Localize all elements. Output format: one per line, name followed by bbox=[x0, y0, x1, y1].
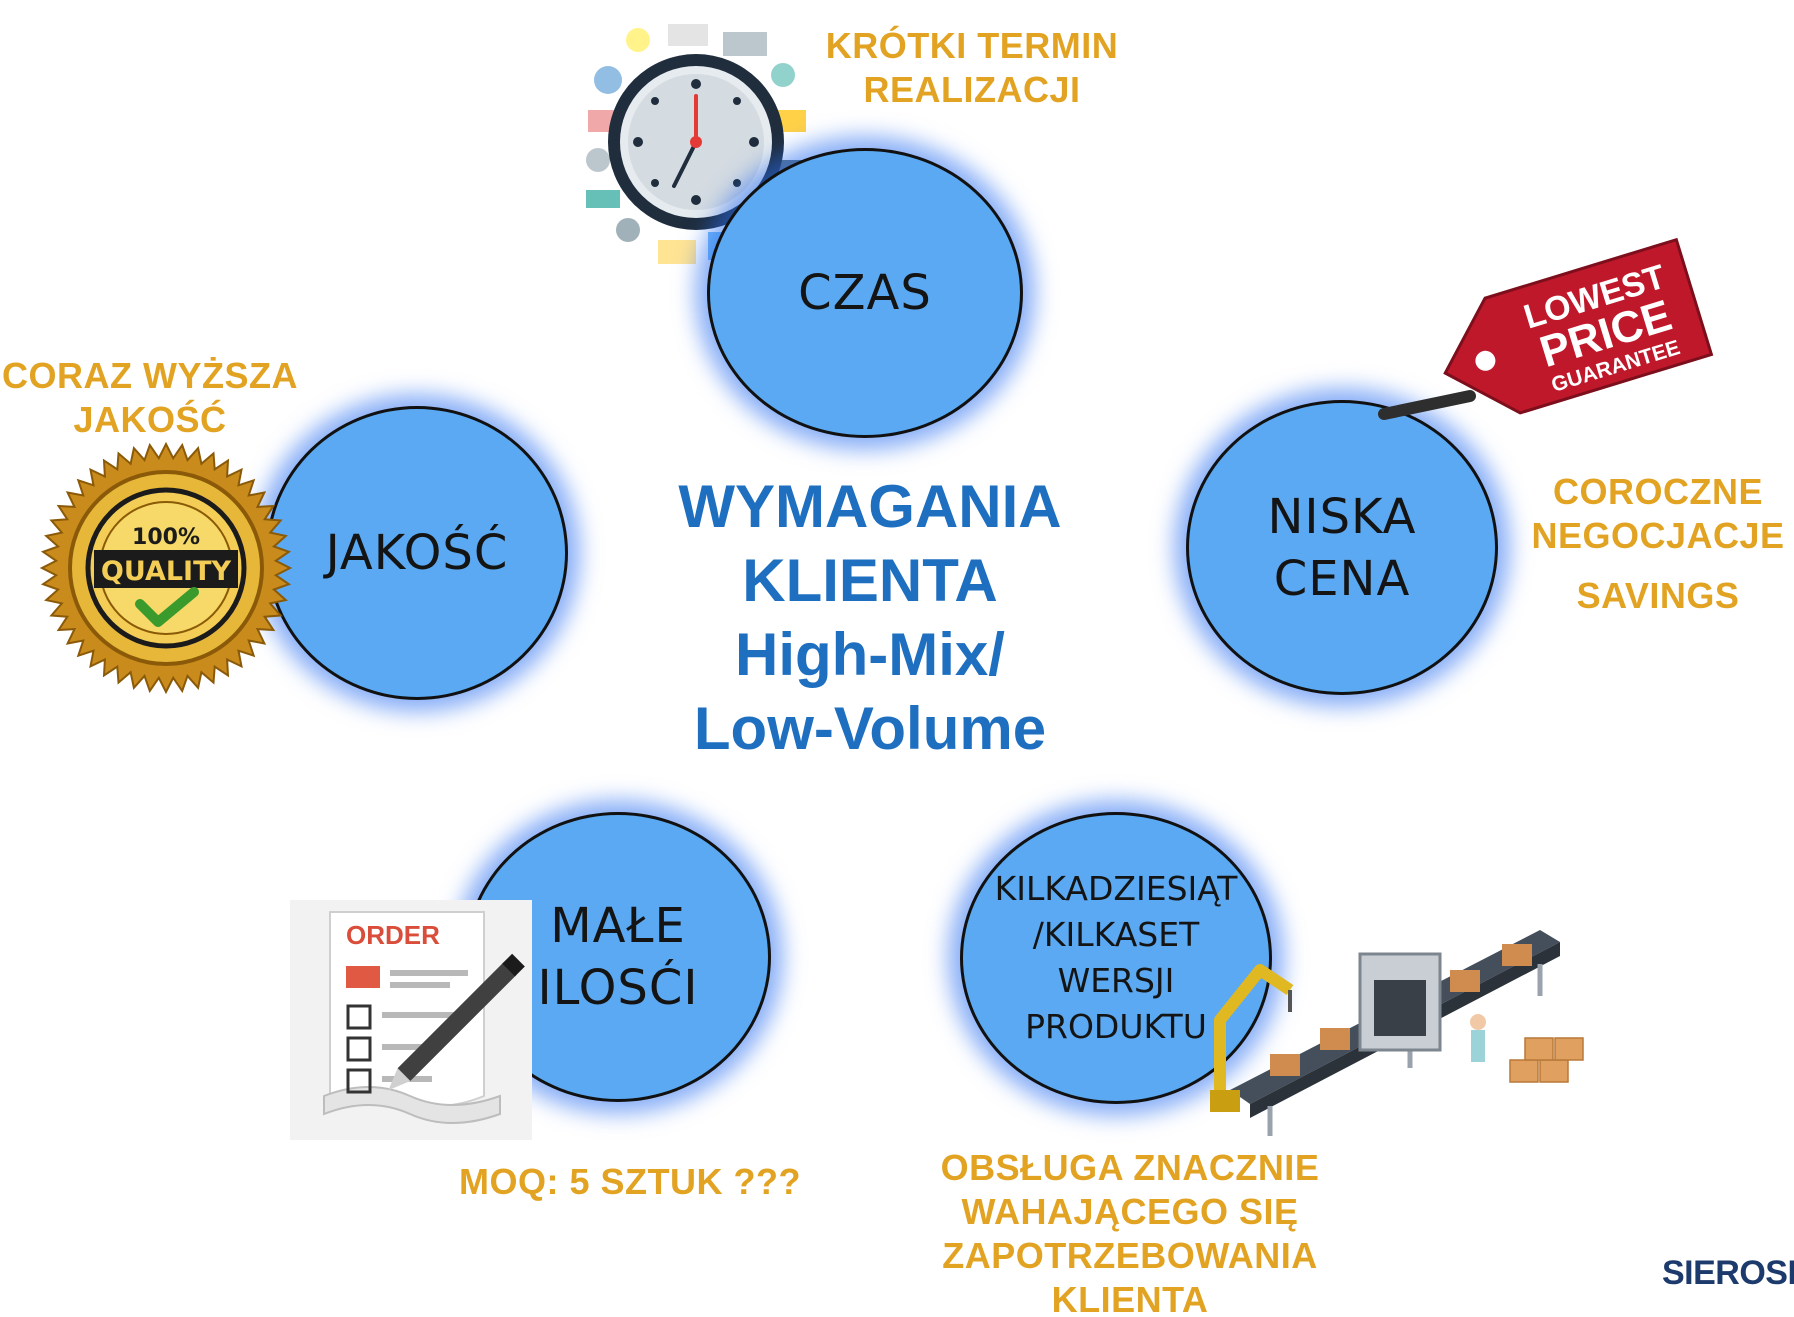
svg-text:100%: 100% bbox=[132, 525, 200, 550]
note-coroczne-negocjacje-line2: NEGOCJACJE bbox=[1531, 515, 1785, 556]
note-coroczne-negocjacje-line1: COROCZNE bbox=[1553, 471, 1763, 512]
production-line-icon bbox=[1210, 930, 1584, 1136]
circle-wersje-line2: /KILKASET bbox=[1032, 915, 1200, 954]
note-obsluga-line4: KLIENTA bbox=[1051, 1279, 1209, 1317]
svg-text:ORDER: ORDER bbox=[346, 920, 440, 950]
note-krotki-termin-line2: REALIZACJI bbox=[863, 69, 1081, 110]
note-moq: MOQ: 5 SZTUK ??? bbox=[440, 1160, 820, 1204]
price-tag-icon: LOWEST PRICE GUARANTEE bbox=[1378, 237, 1714, 420]
circle-czas-label: CZAS bbox=[798, 265, 932, 321]
circle-male-ilosci-line1: MAŁE bbox=[550, 898, 686, 954]
center-title-line4: Low-Volume bbox=[693, 695, 1047, 762]
note-krotki-termin-line1: KRÓTKI TERMIN bbox=[825, 25, 1119, 66]
note-coroczne-negocjacje: COROCZNE NEGOCJACJE SAVINGS bbox=[1522, 470, 1794, 618]
circle-niska-cena-line1: NISKA bbox=[1267, 488, 1417, 545]
center-title-line2: KLIENTA bbox=[742, 547, 998, 614]
brand-logo: SIEROSI bbox=[1662, 1254, 1794, 1292]
circle-wersje-line3: WERSJI bbox=[1057, 961, 1175, 1000]
order-form-icon: ORDER bbox=[290, 900, 532, 1140]
note-moq-text: MOQ: 5 SZTUK ??? bbox=[459, 1161, 801, 1202]
note-savings: SAVINGS bbox=[1576, 575, 1740, 616]
note-obsluga-line3: ZAPOTRZEBOWANIA bbox=[942, 1235, 1318, 1276]
circle-wersje-line4: PRODUKTU bbox=[1025, 1007, 1207, 1046]
note-krotki-termin: KRÓTKI TERMIN REALIZACJI bbox=[822, 24, 1122, 112]
circle-jakosc: JAKOŚĆ bbox=[266, 406, 568, 700]
circle-czas: CZAS bbox=[707, 148, 1023, 438]
note-obsluga-line2: WAHAJĄCEGO SIĘ bbox=[961, 1191, 1299, 1232]
note-coraz-wyzsza-jakosc: CORAZ WYŻSZA JAKOŚĆ bbox=[0, 354, 300, 442]
circle-niska-cena: NISKA CENA bbox=[1186, 400, 1498, 695]
center-title-line3: High-Mix/ bbox=[735, 621, 1005, 688]
circle-wersje-line1: KILKADZIESIĄT bbox=[994, 869, 1238, 908]
circle-niska-cena-line2: CENA bbox=[1273, 550, 1411, 607]
note-coraz-wyzsza-jakosc-line1: CORAZ WYŻSZA bbox=[2, 355, 298, 396]
quality-seal-icon: 100% QUALITY bbox=[40, 442, 292, 694]
center-title-line1: WYMAGANIA bbox=[678, 473, 1062, 540]
svg-text:QUALITY: QUALITY bbox=[101, 556, 232, 587]
note-obsluga-line1: OBSŁUGA ZNACZNIE bbox=[940, 1147, 1320, 1188]
center-title: WYMAGANIA KLIENTA High-Mix/ Low-Volume bbox=[600, 470, 1140, 766]
circle-male-ilosci-line2: ILOSĆI bbox=[537, 960, 699, 1016]
note-obsluga-zapotrzebowania: OBSŁUGA ZNACZNIE WAHAJĄCEGO SIĘ ZAPOTRZE… bbox=[930, 1146, 1330, 1317]
note-coraz-wyzsza-jakosc-line2: JAKOŚĆ bbox=[73, 399, 227, 440]
circle-wersje: KILKADZIESIĄT /KILKASET WERSJI PRODUKTU bbox=[960, 812, 1272, 1104]
circle-jakosc-label: JAKOŚĆ bbox=[325, 525, 509, 581]
